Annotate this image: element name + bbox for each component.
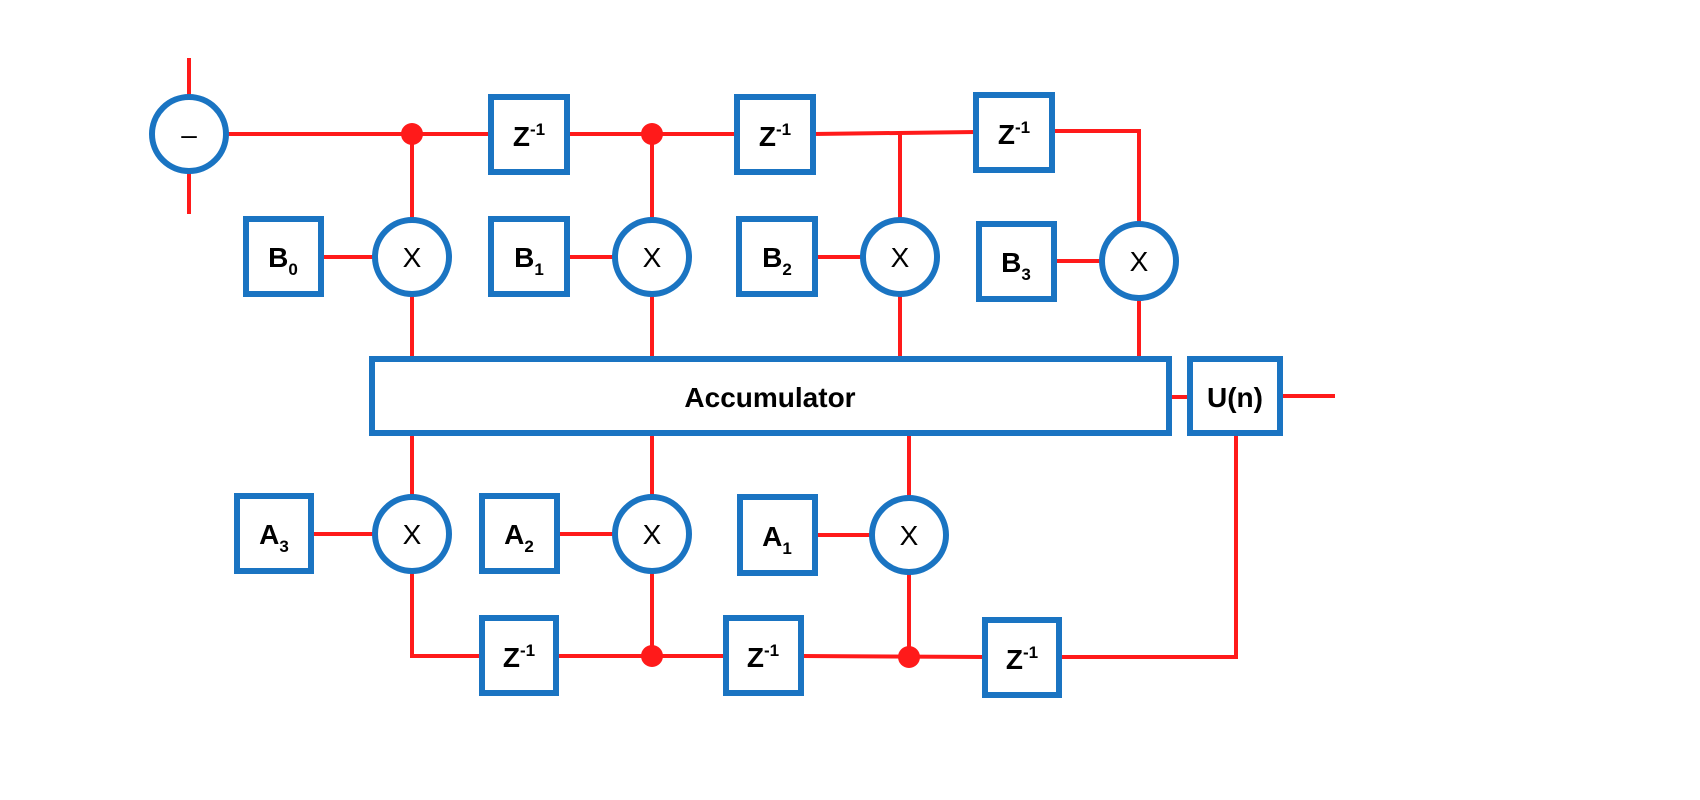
delay-block-bottom-1: Z-1 [479,615,559,696]
multiplier-a2: X [612,494,692,574]
multiplier-symbol: X [891,242,910,273]
delay-block-top-2: Z-1 [734,94,816,175]
coefficient-a2: A2 [479,493,560,574]
coef-subscript: 1 [782,539,791,558]
coefficient-a3: A3 [234,493,314,574]
junction-dot [641,645,663,667]
delay-base: Z [503,642,520,673]
svg-text:Z-1: Z-1 [998,118,1030,150]
coef-subscript: 0 [288,260,297,279]
coef-subscript: 3 [279,537,288,556]
multiplier-a3: X [372,494,452,574]
top-delay-line-4 [1052,129,1141,224]
bottom-delay-line-4 [1059,433,1238,659]
svg-text:Z-1: Z-1 [747,641,779,673]
delay-base: Z [998,119,1015,150]
delay-exponent: -1 [520,641,535,660]
coefficient-a1: A1 [737,494,818,576]
delay-exponent: -1 [776,120,791,139]
multiplier-symbol: X [403,242,422,273]
coefficient-b2: B2 [736,216,818,297]
junction-dot [898,646,920,668]
multiplier-symbol: X [403,519,422,550]
coefficient-b0: B0 [243,216,324,297]
input-node: – [149,94,229,174]
delay-block-bottom-2: Z-1 [723,615,804,696]
multiplier-b1: X [612,217,692,297]
junctions [401,123,920,668]
svg-text:Z-1: Z-1 [503,641,535,673]
coefficient-b1: B1 [488,216,570,297]
junction-dot [401,123,423,145]
coef-base: A [259,519,279,550]
coef-base: B [762,242,782,273]
output-label: U(n) [1207,382,1263,413]
input-node-symbol: – [181,119,197,150]
signal-wires [187,58,1335,659]
svg-text:Z-1: Z-1 [1006,643,1038,675]
delay-base: Z [1006,644,1023,675]
accumulator-block: Accumulator [369,356,1172,436]
delay-block-top-3: Z-1 [973,92,1055,173]
multiplier-symbol: X [643,519,662,550]
delay-base: Z [747,642,764,673]
multiplier-symbol: X [1130,246,1149,277]
svg-text:B1: B1 [514,242,544,279]
accumulator-label: Accumulator [684,382,855,413]
junction-dot [641,123,663,145]
delay-exponent: -1 [1015,118,1030,137]
svg-text:Z-1: Z-1 [513,120,545,152]
top-delay-line-3 [812,130,977,136]
svg-text:A3: A3 [259,519,289,556]
coef-base: A [504,519,524,550]
coef-base: A [762,521,782,552]
svg-text:Z-1: Z-1 [759,120,791,152]
delay-exponent: -1 [530,120,545,139]
delay-block-top-1: Z-1 [488,94,570,175]
bottom-delay-line-3 [800,654,986,659]
delay-exponent: -1 [1023,643,1038,662]
multiplier-b0: X [372,217,452,297]
multiplier-b3: X [1099,221,1179,301]
coef-base: B [514,242,534,273]
svg-text:B3: B3 [1001,247,1031,284]
multiplier-symbol: X [643,242,662,273]
coef-subscript: 2 [524,537,533,556]
coefficient-b3: B3 [976,221,1057,302]
coef-base: B [1001,247,1021,278]
coef-subscript: 2 [782,260,791,279]
multiplier-a1: X [869,495,949,575]
svg-text:A1: A1 [762,521,792,558]
bottom-delay-line-1 [410,572,482,658]
delay-base: Z [759,121,776,152]
output-block: U(n) [1187,356,1283,436]
svg-text:B0: B0 [268,242,298,279]
delay-block-bottom-3: Z-1 [982,617,1062,698]
coef-subscript: 3 [1021,265,1030,284]
svg-text:A2: A2 [504,519,534,556]
delay-base: Z [513,121,530,152]
multiplier-b2: X [860,217,940,297]
delay-exponent: -1 [764,641,779,660]
multiplier-symbol: X [900,520,919,551]
svg-text:B2: B2 [762,242,792,279]
coef-subscript: 1 [534,260,543,279]
coef-base: B [268,242,288,273]
